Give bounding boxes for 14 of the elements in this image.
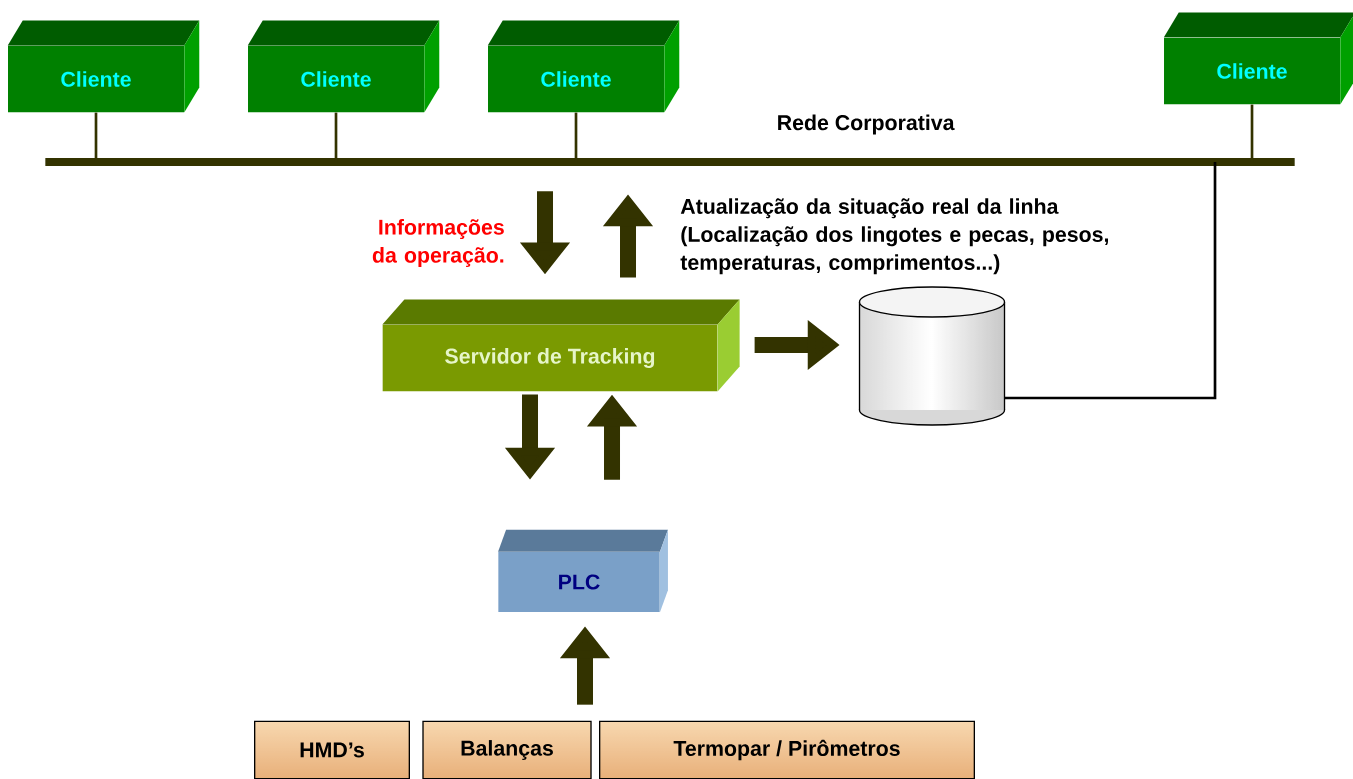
device-box: Termopar / Pirômetros xyxy=(599,720,975,779)
device-box: Balanças xyxy=(422,720,592,779)
plc-box: PLC xyxy=(498,529,668,613)
edge-label: Atualização da situação real da linha (Localização dos lingotes e pecas, pesos, temperaturas, comprimentos...) xyxy=(680,198,1108,275)
client-box: Cliente xyxy=(1163,12,1353,105)
server-box: Servidor de Tracking xyxy=(382,299,740,392)
client-box: Cliente xyxy=(247,20,440,113)
edge-label: Informações da operação. xyxy=(372,219,504,267)
device-box: HMD’s xyxy=(254,720,410,779)
database-cylinder xyxy=(858,286,1006,426)
connector-line xyxy=(1004,162,1217,400)
client-box: Cliente xyxy=(7,20,200,113)
network-label: Rede Corporativa xyxy=(778,114,955,135)
client-box: Cliente xyxy=(487,20,680,113)
